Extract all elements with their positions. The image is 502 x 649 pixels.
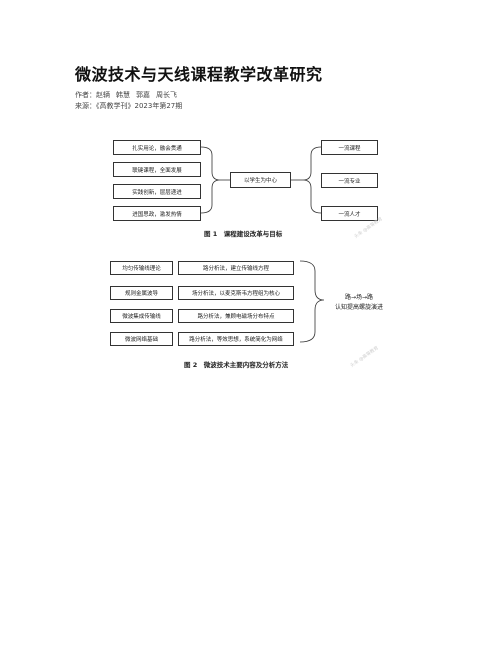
- fig2-topic-box: 均匀传输线理论: [110, 261, 173, 275]
- fig2-method-box: 路分析法，等效思想，系统简化为网络: [178, 332, 294, 346]
- author-name: 郭嘉: [136, 91, 150, 99]
- fig2-topic-box: 微波集成传输线: [110, 309, 173, 323]
- side-text-line: 认知提高螺旋演进: [334, 303, 383, 311]
- fig2-method-box: 路分析法，建立传输线方程: [178, 261, 294, 275]
- author-name: 韩慧: [116, 91, 130, 99]
- fig1-center-box: 以学生为中心: [230, 172, 291, 188]
- article-title: 微波技术与天线课程教学改革研究: [75, 65, 323, 84]
- right-bracket: [299, 260, 325, 343]
- author-name: 周长飞: [156, 91, 177, 99]
- fig2-topic-box: 规则金属波导: [110, 286, 173, 300]
- fig2-method-box: 场分析法，以麦克斯韦方程组为核心: [178, 286, 294, 300]
- figure-1-caption: 图 1 课程建设改革与目标: [204, 230, 283, 238]
- author-name: 赵辆: [96, 91, 110, 99]
- fig2-method-box: 路分析法，兼顾电磁场分布特点: [178, 309, 294, 323]
- fig1-left-box: 联键课程，全面发展: [113, 162, 201, 177]
- fig1-right-box: 一流专业: [321, 173, 378, 188]
- source-text: 《高教学刊》2023年第27期: [96, 102, 183, 110]
- fig1-left-box: 进国思政，激发热情: [113, 206, 201, 221]
- side-text-line: 路→场→路: [344, 294, 374, 301]
- source-line: 来源：《高教学刊》2023年第27期: [75, 101, 182, 111]
- source-label: 来源：: [75, 102, 96, 110]
- right-bracket: [302, 146, 322, 214]
- fig1-right-box: 一流课程: [321, 140, 378, 155]
- fig1-right-box: 一流人才: [321, 206, 378, 221]
- fig1-left-box: 扎实用论，融会贯通: [113, 140, 201, 155]
- figure-2-caption: 图 2 微波技术主要内容及分析方法: [184, 361, 289, 369]
- fig2-topic-box: 微波网络基础: [110, 332, 173, 346]
- fig1-left-box: 实践创新，层层递进: [113, 184, 201, 199]
- authors-line: 作者：赵辆韩慧郭嘉周长飞: [75, 90, 177, 100]
- fig2-side-text: 路→场→路 认知提高螺旋演进: [322, 293, 396, 312]
- authors-label: 作者：: [75, 91, 96, 99]
